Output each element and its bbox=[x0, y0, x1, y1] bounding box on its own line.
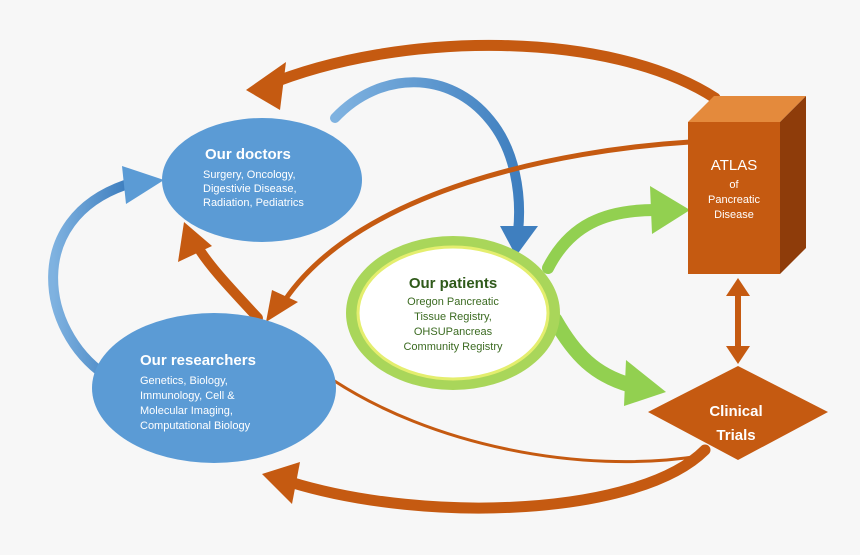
patients-line-2: Tissue Registry, bbox=[414, 311, 492, 323]
arrow-patients-to-trials bbox=[547, 312, 638, 393]
arrow-head-researchers-up-to-doctors bbox=[178, 222, 212, 262]
node-doctors: Our doctors Surgery, Oncology, Digestivi… bbox=[162, 118, 362, 242]
trials-line-2: Trials bbox=[716, 427, 755, 444]
arrow-head-patients-to-atlas bbox=[650, 186, 690, 234]
arrow-head-atlas-to-researchers bbox=[266, 290, 298, 322]
patients-title: Our patients bbox=[409, 275, 497, 292]
node-clinical-trials: Clinical Trials bbox=[648, 366, 828, 460]
patients-line-1: Oregon Pancreatic bbox=[407, 296, 499, 308]
researchers-line-3: Molecular Imaging, bbox=[140, 405, 233, 417]
node-researchers: Our researchers Genetics, Biology, Immun… bbox=[92, 313, 336, 463]
atlas-line-2: Pancreatic bbox=[708, 194, 760, 206]
atlas-top-face bbox=[688, 96, 806, 122]
atlas-line-1: of bbox=[729, 179, 739, 191]
arrow-head-patients-to-trials bbox=[624, 360, 666, 406]
atlas-line-3: Disease bbox=[714, 209, 754, 221]
patients-line-3: OHSUPancreas bbox=[414, 326, 493, 338]
arrow-researchers-up-to-doctors bbox=[191, 239, 263, 323]
trials-line-1: Clinical bbox=[709, 403, 762, 420]
arrow-head-researchers-to-doctors bbox=[122, 166, 164, 204]
patients-line-4: Community Registry bbox=[403, 341, 503, 353]
arrow-researchers-to-doctors bbox=[48, 180, 130, 380]
arrow-head-doctors-to-patients bbox=[500, 226, 538, 256]
doctors-title: Our doctors bbox=[205, 146, 291, 163]
arrow-patients-to-atlas bbox=[542, 204, 661, 274]
arrow-head-atlas-to-doctors bbox=[246, 62, 286, 110]
researchers-line-1: Genetics, Biology, bbox=[140, 375, 228, 387]
trials-diamond bbox=[648, 366, 828, 460]
arrow-head-trials-to-researchers bbox=[262, 462, 300, 504]
node-atlas: ATLAS of Pancreatic Disease bbox=[688, 96, 806, 274]
arrow-atlas-to-researchers bbox=[282, 139, 693, 303]
arrow-atlas-to-doctors bbox=[259, 39, 721, 104]
doctors-line-2: Digestivie Disease, bbox=[203, 183, 297, 195]
doctors-line-1: Surgery, Oncology, bbox=[203, 169, 296, 181]
node-patients: Our patients Oregon Pancreatic Tissue Re… bbox=[346, 236, 560, 390]
researchers-title: Our researchers bbox=[140, 352, 256, 369]
atlas-side-face bbox=[780, 96, 806, 274]
doctors-line-3: Radiation, Pediatrics bbox=[203, 197, 304, 209]
atlas-front-face bbox=[688, 122, 780, 274]
atlas-title: ATLAS bbox=[711, 157, 757, 174]
researchers-line-4: Computational Biology bbox=[140, 420, 251, 432]
arrow-head-down-trials bbox=[726, 346, 750, 364]
arrow-trials-to-researchers bbox=[284, 444, 711, 514]
arrow-doctors-to-patients bbox=[330, 77, 525, 237]
arrow-head-up-atlas bbox=[726, 278, 750, 296]
researchers-line-2: Immunology, Cell & bbox=[140, 390, 235, 402]
arrow-researchers-to-trials bbox=[329, 376, 701, 464]
